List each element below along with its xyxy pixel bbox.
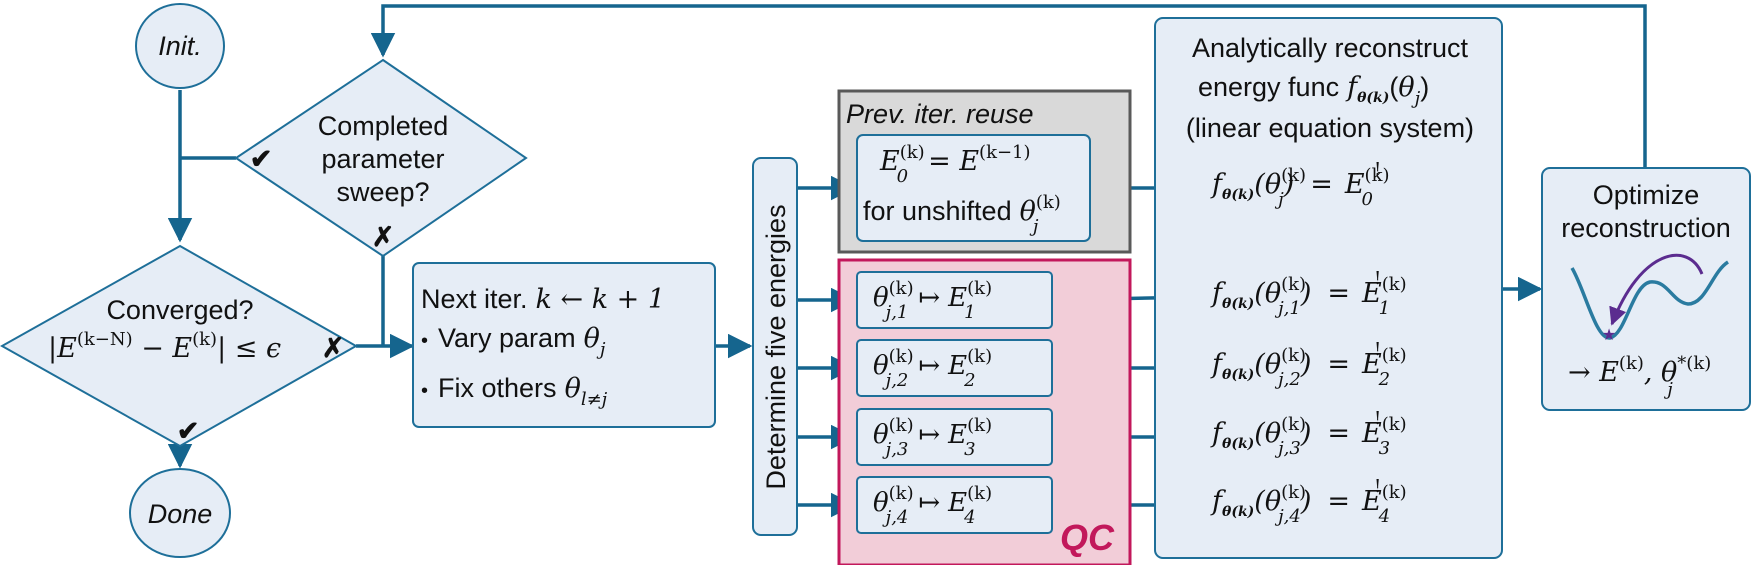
connector-feedback-loop — [370, 4, 1647, 168]
definition-mark: ! — [1374, 476, 1381, 497]
done-label: Done — [148, 499, 213, 529]
definition-mark: ! — [1374, 339, 1381, 360]
minimum-star-icon: ★ — [1602, 325, 1616, 344]
converged-no-mark: ✗ — [322, 333, 345, 363]
sweep-decision: Completed parameter sweep? ✔ ✗ — [234, 58, 528, 258]
sweep-line-3: sweep? — [336, 177, 429, 207]
done-node: Done — [129, 468, 231, 558]
sweep-no-mark: ✗ — [372, 222, 395, 252]
definition-mark: ! — [1374, 159, 1381, 180]
sweep-yes-mark: ✔ — [250, 144, 273, 174]
next-iter-title: Next iter.k ← k + 1 — [421, 284, 665, 315]
reconstruct-equation: fθ(k)(θ(k)j,2)=E(k)2 — [1210, 345, 1407, 390]
converged-title: Converged? — [106, 295, 253, 325]
init-label: Init. — [158, 31, 202, 61]
reconstruct-equation: fθ(k)(θ(k)j)=E(k)0 — [1210, 165, 1390, 210]
determine-label: Determine five energies — [761, 204, 791, 489]
qc-row: θ(k)j,1↦E(k)1 — [856, 271, 1053, 329]
converged-decision: Converged? |E(k−N) − E(k)| ≤ ϵ ✗ ✔ — [0, 244, 359, 448]
prev-reuse-title: Prev. iter. reuse — [846, 99, 1034, 129]
reconstruct-equation: fθ(k)(θ(k)j,4)=E(k)4 — [1210, 482, 1407, 527]
qc-row-box — [856, 476, 1053, 534]
qc-row: θ(k)j,3↦E(k)3 — [856, 408, 1053, 466]
optimize-panel: Optimize reconstruction ★ → E(k), θ*(k)j — [1541, 167, 1751, 411]
qc-label: QC — [1060, 517, 1115, 558]
optimize-result: → E(k), θ*(k)j — [1568, 353, 1711, 400]
sweep-line-2: parameter — [321, 144, 444, 174]
reconstruct-equation: fθ(k)(θ(k)j,3)=E(k)3 — [1210, 414, 1407, 459]
qc-row: θ(k)j,2↦E(k)2 — [856, 339, 1053, 397]
reconstruct-equations: fθ(k)(θ(k)j)=E(k)0!fθ(k)(θ(k)j,1)=E(k)1!… — [1210, 159, 1407, 527]
init-node: Init. — [135, 3, 225, 89]
prev-reuse-equation: E(k)0= E(k−1) — [879, 142, 1031, 187]
qc-rows: θ(k)j,1↦E(k)1 θ(k)j,2↦E(k)2 θ(k)j,3↦E(k)3 θ… — [856, 271, 1053, 534]
reconstruct-equation: fθ(k)(θ(k)j,1)=E(k)1 — [1210, 274, 1407, 319]
reconstruct-line-1: Analytically reconstruct — [1192, 33, 1469, 63]
qc-row-mapping: θ(k)j,1↦E(k)1 — [873, 278, 992, 323]
optimize-line-2: reconstruction — [1561, 213, 1731, 243]
definition-mark: ! — [1374, 408, 1381, 429]
optimization-jump-arrow — [1609, 253, 1704, 326]
definition-mark: ! — [1374, 268, 1381, 289]
energy-landscape-curve — [1570, 260, 1730, 340]
converged-yes-mark: ✔ — [177, 416, 200, 446]
qc-row: θ(k)j,4↦E(k)4 — [856, 476, 1053, 534]
converged-condition: |E(k−N) − E(k)| ≤ ϵ — [48, 329, 281, 364]
qc-row-mapping: θ(k)j,2↦E(k)2 — [873, 346, 992, 391]
reconstruct-line-3: (linear equation system) — [1186, 113, 1474, 143]
qc-row-box — [856, 408, 1053, 466]
qc-row-box — [856, 339, 1053, 397]
prev-reuse-container: Prev. iter. reuse E(k)0= E(k−1) for unsh… — [837, 89, 1132, 254]
determine-box: Determine five energies — [752, 157, 798, 536]
qc-row-mapping: θ(k)j,3↦E(k)3 — [873, 415, 992, 460]
qc-row-mapping: θ(k)j,4↦E(k)4 — [873, 483, 992, 528]
qc-row-box — [856, 271, 1053, 329]
optimize-line-1: Optimize — [1593, 180, 1700, 210]
sweep-line-1: Completed — [318, 111, 449, 141]
